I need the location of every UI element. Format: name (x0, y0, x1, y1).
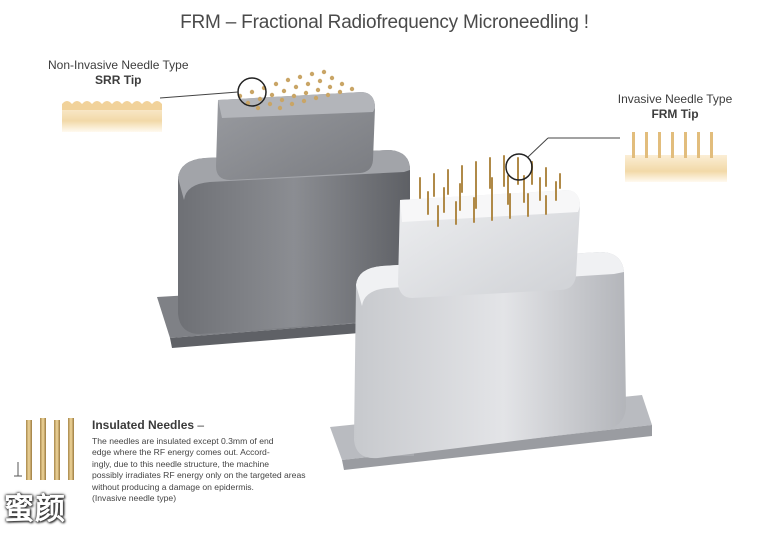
description-line: The needles are insulated except 0.3mm o… (92, 436, 274, 446)
srr-device (157, 69, 410, 348)
frm-label: Invasive Needle Type FRM Tip (600, 92, 750, 122)
description-line: ingly, due to this needle structure, the… (92, 458, 270, 469)
insulated-title-dash: – (197, 418, 205, 432)
srr-type-label: Non-Invasive Needle Type (48, 58, 189, 72)
insulated-needles-graphic (14, 418, 74, 480)
insulated-needles-title: Insulated Needles – (92, 418, 204, 432)
srr-tip-label: SRR Tip (95, 73, 142, 87)
insulated-title-text: Insulated Needles (92, 418, 195, 432)
page-title: FRM – Fractional Radiofrequency Micronee… (180, 12, 589, 33)
description-line: edge where the RF energy comes out. Acco… (92, 447, 270, 458)
insulated-needles-description: The needles are insulated except 0.3mm o… (92, 436, 328, 504)
watermark: 蜜颜 (4, 492, 66, 527)
frm-tip-label: FRM Tip (651, 107, 699, 121)
frm-type-label: Invasive Needle Type (617, 92, 733, 106)
description-line: possibly irradiates RF energy only on th… (92, 470, 306, 481)
frm-device (330, 137, 652, 470)
srr-tip-graphic (62, 101, 162, 132)
description-line: without producing a damage on epidermis. (92, 481, 254, 492)
description-line: (Invasive needle type) (92, 493, 177, 504)
frm-tip-graphic (625, 132, 727, 182)
srr-label: Non-Invasive Needle Type SRR Tip (48, 58, 189, 88)
